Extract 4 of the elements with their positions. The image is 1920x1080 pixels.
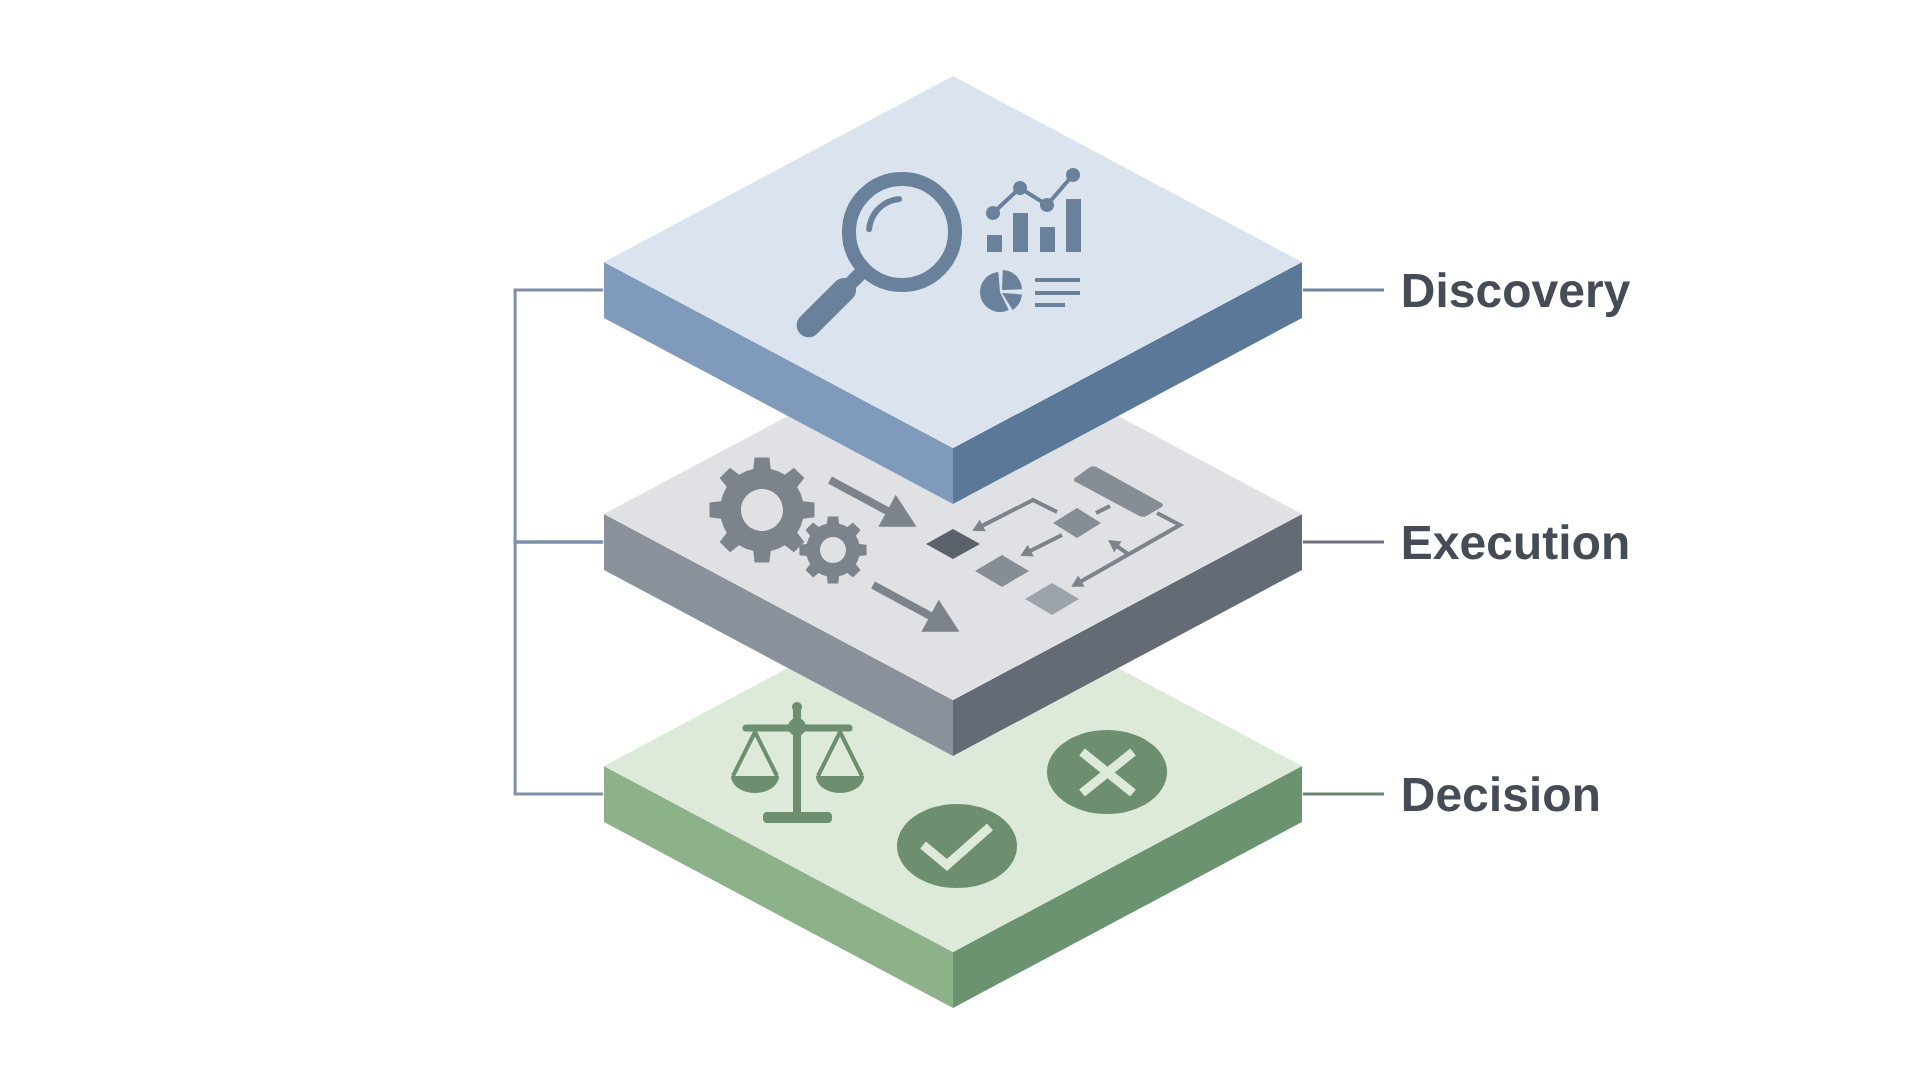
layer-label: Execution bbox=[1403, 524, 1628, 560]
layer-label: Discovery bbox=[1403, 272, 1631, 317]
layer-slab bbox=[604, 76, 1302, 504]
layer-label: Decision bbox=[1403, 776, 1598, 812]
